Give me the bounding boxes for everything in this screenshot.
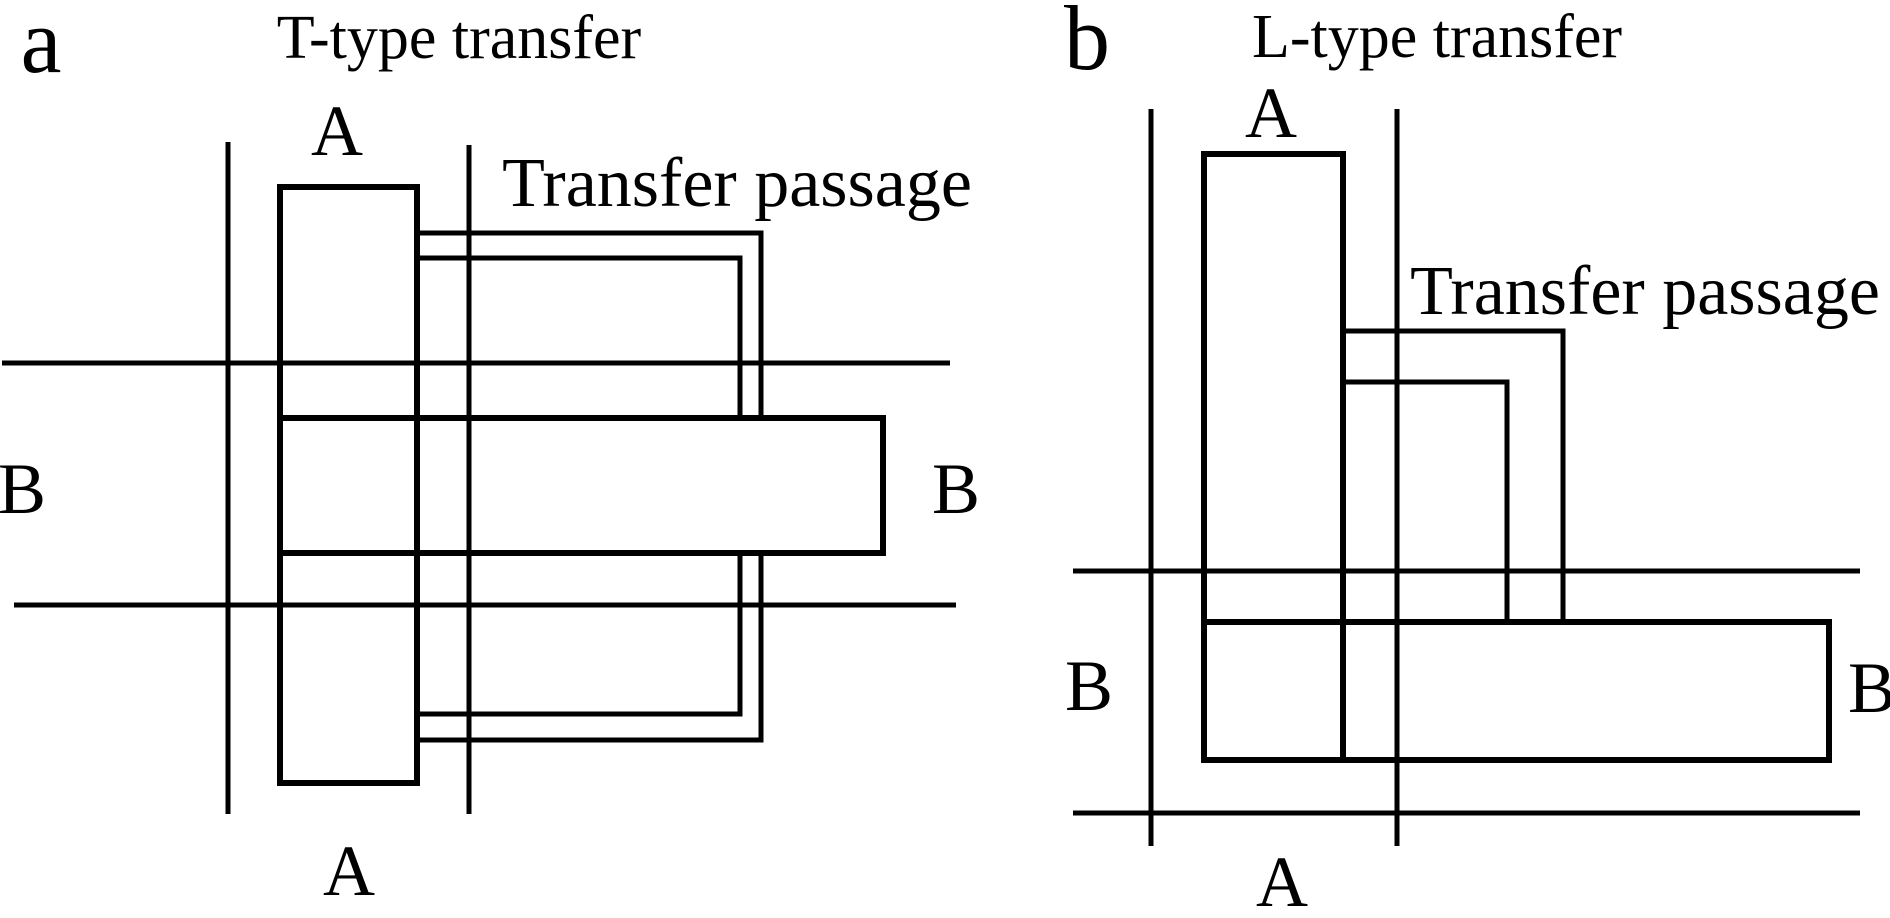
platform-b-rect xyxy=(1201,619,1832,763)
panel-b-l-type: b L-type transfer A A B B Transfer passa… xyxy=(1064,0,1890,918)
transfer-passage-inner-line xyxy=(1343,379,1510,622)
label-line-a-bottom: A xyxy=(1256,842,1308,918)
panel-title: T-type transfer xyxy=(277,4,642,72)
platform-a-rect xyxy=(277,184,420,786)
label-line-b-right: B xyxy=(1848,648,1890,728)
panel-marker: a xyxy=(21,0,62,92)
label-line-a-bottom: A xyxy=(323,831,375,911)
panel-marker: b xyxy=(1064,0,1110,89)
label-line-b-right: B xyxy=(932,449,980,529)
panel-title: L-type transfer xyxy=(1252,3,1622,71)
transfer-passage-label: Transfer passage xyxy=(1410,253,1880,330)
transfer-passage-label: Transfer passage xyxy=(502,145,972,222)
label-line-b-left: B xyxy=(1065,646,1113,726)
label-line-a-top: A xyxy=(1245,73,1297,153)
transfer-passage-outer-line xyxy=(1343,328,1566,622)
label-line-a-top: A xyxy=(311,91,363,171)
platform-b-rect xyxy=(277,415,886,556)
label-line-b-left: B xyxy=(0,449,46,529)
panel-a-t-type: a T-type transfer A A B B Transfer passa… xyxy=(0,0,980,911)
platform-a-rect xyxy=(1201,151,1346,763)
